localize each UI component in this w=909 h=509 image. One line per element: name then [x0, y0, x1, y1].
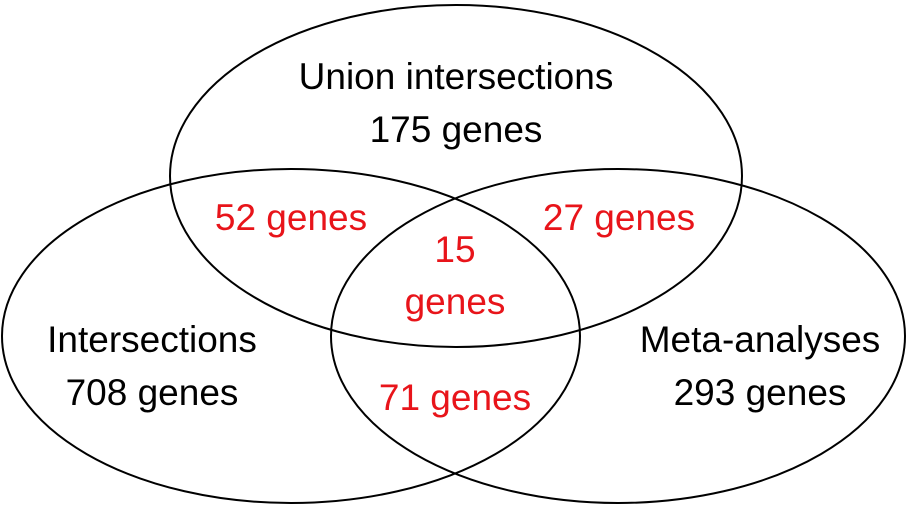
overlap-union-intersections: 52 genes: [215, 197, 367, 238]
union-intersections-title: Union intersections: [299, 56, 614, 97]
union-intersections-count: 175 genes: [370, 109, 543, 150]
overlap-union-meta: 27 genes: [543, 197, 695, 238]
intersections-count: 708 genes: [66, 372, 239, 413]
intersections-title: Intersections: [47, 319, 257, 360]
intersections-ellipse: [1, 168, 581, 504]
overlap-all-three-number: 15: [434, 229, 475, 270]
meta-analyses-ellipse: [330, 168, 906, 504]
overlap-all-three-unit: genes: [405, 281, 506, 322]
overlap-intersections-meta: 71 genes: [379, 377, 531, 418]
union-intersections-ellipse: [169, 4, 743, 348]
meta-analyses-title: Meta-analyses: [640, 319, 881, 360]
meta-analyses-count: 293 genes: [674, 372, 847, 413]
